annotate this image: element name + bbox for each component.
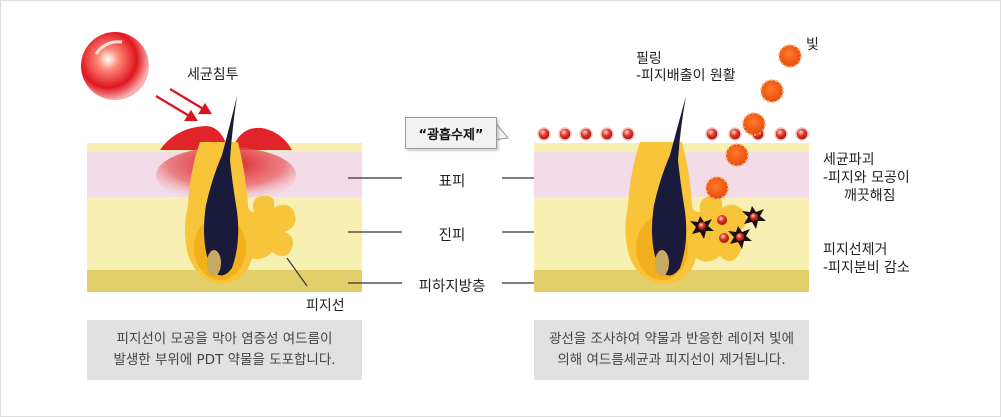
layer-epidermis-label: 표피	[438, 174, 466, 190]
reaction-bursts	[690, 206, 766, 249]
light-beam	[705, 44, 802, 200]
layer-subcutaneous-label: 피하지방층	[418, 279, 486, 295]
bacterium-icon	[81, 32, 149, 100]
gland-removal-line-1: 피지선제거	[823, 242, 888, 258]
right-caption-line-2: 의해 여드름세균과 피지선이 제거됩니다.	[557, 352, 786, 368]
gland-removal-line-2: -피지분비 감소	[823, 260, 910, 276]
right-caption-line-1: 광선을 조사하여 약물과 반응한 레이저 빛에	[548, 331, 795, 347]
gland-removal-label: 피지선제거 -피지분비 감소	[823, 241, 910, 277]
drug-dots	[537, 127, 809, 141]
peeling-label-line-2: -피지배출이 원활	[636, 68, 736, 84]
bacteria-destroy-line-2: -피지와 모공이	[823, 170, 910, 186]
left-skin-section	[87, 96, 362, 292]
bacteria-destroy-line-1: 세균파괴	[823, 152, 875, 168]
bacteria-invasion-label: 세균침투	[187, 67, 239, 83]
left-caption-line-1: 피지선이 모공을 막아 염증성 여드름이	[116, 331, 333, 347]
sebaceous-gland-label: 피지선	[306, 298, 345, 314]
right-caption: 광선을 조사하여 약물과 반응한 레이저 빛에 의해 여드름세균과 피지선이 제…	[534, 320, 809, 380]
bacteria-arrows	[155, 88, 212, 122]
light-label: 빛	[806, 37, 819, 53]
peeling-label-line-1: 필링	[636, 51, 662, 67]
photosensitizer-callout: “광흡수제”	[405, 117, 497, 149]
bacteria-destroy-label: 세균파괴 -피지와 모공이 깨끗해짐	[823, 151, 910, 205]
left-caption: 피지선이 모공을 막아 염증성 여드름이 발생한 부위에 PDT 약물을 도포합…	[87, 320, 362, 380]
layer-dermis-label: 진피	[438, 228, 466, 244]
peeling-label: 필링 -피지배출이 원활	[636, 51, 736, 85]
bacteria-destroy-line-3: 깨끗해짐	[844, 188, 896, 204]
left-caption-line-2: 발생한 부위에 PDT 약물을 도포합니다.	[113, 352, 336, 368]
right-skin-section	[534, 96, 809, 292]
gland-pointer	[286, 257, 308, 287]
